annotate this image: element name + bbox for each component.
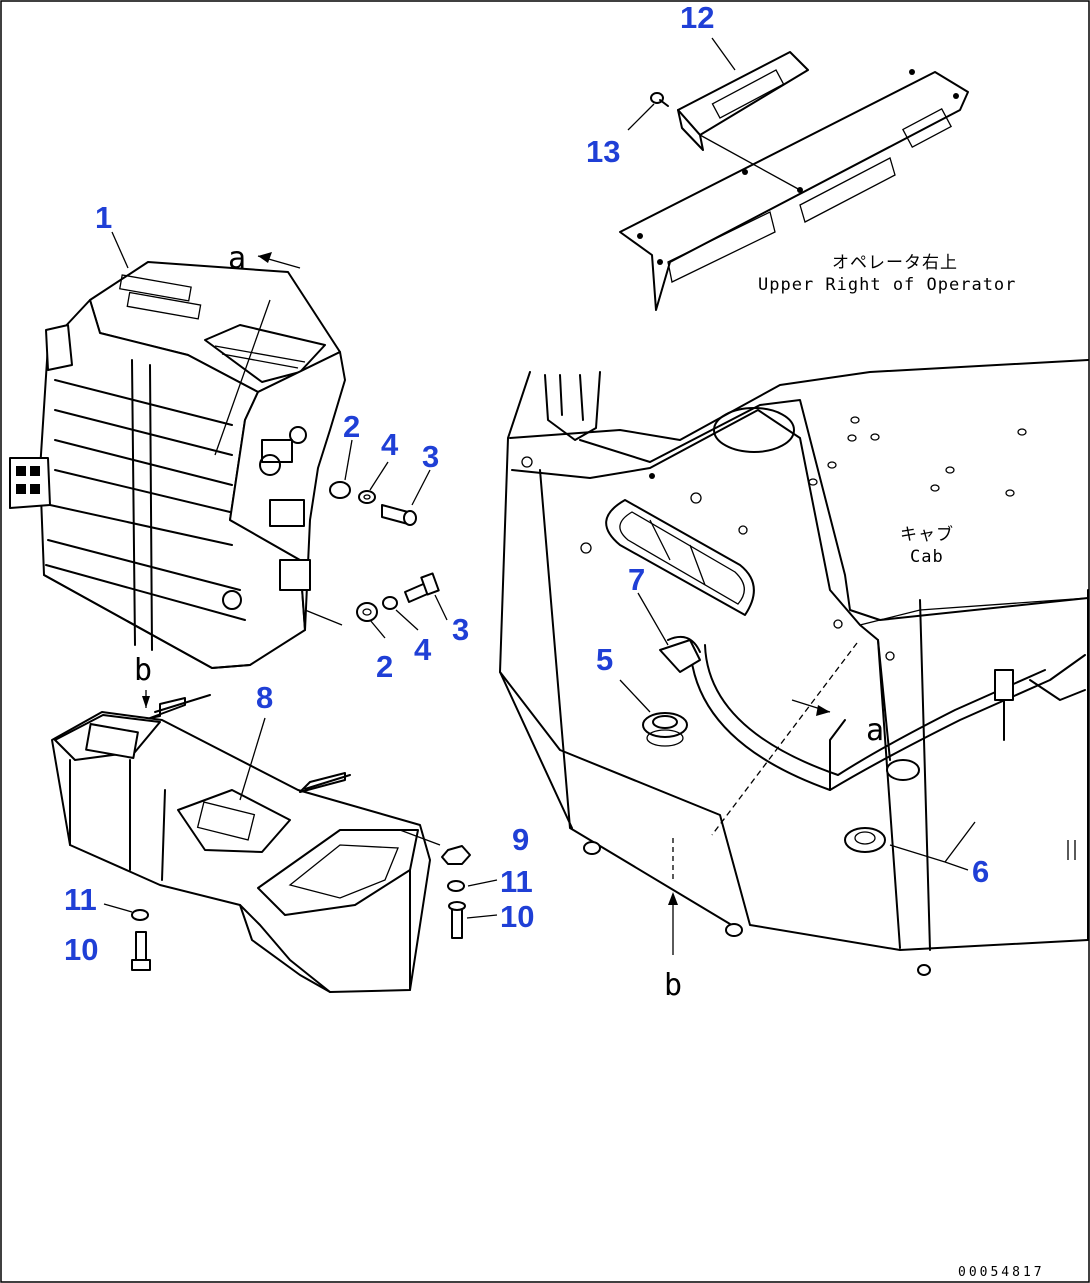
annotation-cab-en: Cab <box>910 547 944 567</box>
location-annotations: オペレータ右上 Upper Right of Operator キャブ Cab <box>758 253 1016 567</box>
view-arrow-a-cab: a <box>711 642 884 836</box>
view-letter-a-top: a <box>228 241 246 276</box>
callout-13: 13 <box>586 134 620 169</box>
callout-4-upper: 4 <box>381 427 399 462</box>
view-arrow-b-unit: b <box>134 653 152 708</box>
callout-5: 5 <box>596 642 613 677</box>
callout-10-left: 10 <box>64 932 98 967</box>
annotation-upper-right-en: Upper Right of Operator <box>758 275 1016 295</box>
view-letter-b-unit: b <box>134 653 152 688</box>
callout-9: 9 <box>512 822 529 857</box>
callout-6: 6 <box>972 854 989 889</box>
air-duct <box>51 694 431 993</box>
callout-10-right: 10 <box>500 899 534 934</box>
callout-2-lower: 2 <box>376 649 393 684</box>
fastener-set-upper <box>329 481 417 526</box>
view-letter-a-cab: a <box>866 713 884 748</box>
drawing-id: 00054817 <box>958 1265 1045 1280</box>
leader-lines <box>103 37 976 919</box>
view-arrow-b-cab: b <box>664 838 682 1003</box>
duct-fasteners <box>131 845 471 971</box>
callout-1: 1 <box>95 200 112 235</box>
callout-2-upper: 2 <box>343 409 360 444</box>
view-letter-b-cab: b <box>664 968 682 1003</box>
view-arrow-a-top: a <box>228 241 301 276</box>
annotation-cab-jp: キャブ <box>900 524 954 545</box>
control-panel-assembly <box>619 51 969 311</box>
callout-3-upper: 3 <box>422 439 439 474</box>
callout-4-lower: 4 <box>414 632 432 667</box>
callout-12: 12 <box>680 0 714 35</box>
air-conditioner-unit <box>9 261 346 669</box>
fastener-set-lower <box>356 572 440 622</box>
callout-3-lower: 3 <box>452 612 469 647</box>
annotation-upper-right-jp: オペレータ右上 <box>832 253 958 273</box>
callout-11-left: 11 <box>64 882 97 917</box>
cab-structure <box>499 359 1089 976</box>
callout-7: 7 <box>628 562 645 597</box>
callout-numbers: 1 2 2 3 3 4 4 5 6 7 8 9 10 10 11 11 12 1… <box>64 0 989 967</box>
callout-11-right: 11 <box>500 864 533 899</box>
callout-8: 8 <box>256 680 273 715</box>
